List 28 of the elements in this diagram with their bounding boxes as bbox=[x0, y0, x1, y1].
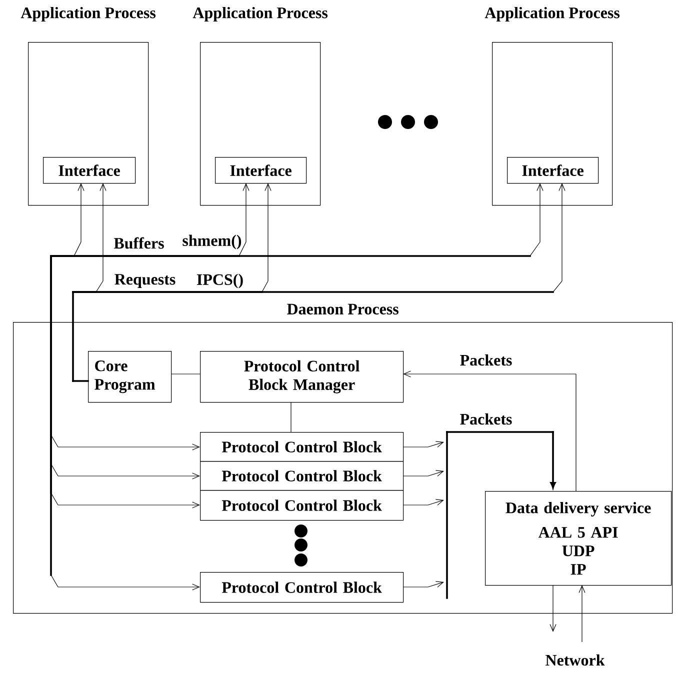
edge-label: Packets bbox=[458, 353, 514, 367]
block-box: Protocol Control Block bbox=[200, 432, 404, 462]
connector bbox=[290, 402, 292, 432]
bus-label: Buffers bbox=[114, 237, 164, 249]
program-box: Core Program bbox=[88, 351, 172, 403]
node-label: Application Process bbox=[484, 6, 620, 22]
bus-label: Requests bbox=[114, 274, 176, 288]
service-box: Data delivery service AAL 5 API UDP IP bbox=[485, 491, 672, 586]
bus-label: Packets bbox=[460, 413, 512, 425]
node-label: Application Process bbox=[192, 6, 328, 22]
bus-line bbox=[50, 183, 544, 590]
bus-line bbox=[402, 431, 556, 599]
block-box: Protocol Control Block bbox=[200, 572, 404, 603]
interface-box: Interface bbox=[215, 157, 307, 184]
bus-label: shmem() bbox=[182, 234, 242, 250]
node-label: Application Process bbox=[20, 6, 156, 22]
interface-box: Interface bbox=[507, 157, 599, 184]
block-box: Protocol Control Block bbox=[200, 461, 404, 491]
connector bbox=[550, 584, 556, 632]
connector bbox=[578, 585, 586, 642]
bus-line bbox=[72, 183, 566, 382]
bus-label: IPCS() bbox=[196, 274, 243, 288]
block-box: Protocol Control Block bbox=[200, 490, 404, 521]
connector bbox=[403, 370, 576, 492]
network-label: Network bbox=[546, 654, 605, 666]
interface-box: Interface bbox=[43, 157, 136, 184]
node-label: Daemon Process bbox=[287, 304, 398, 314]
manager-box: Protocol Control Block Manager bbox=[200, 351, 404, 403]
